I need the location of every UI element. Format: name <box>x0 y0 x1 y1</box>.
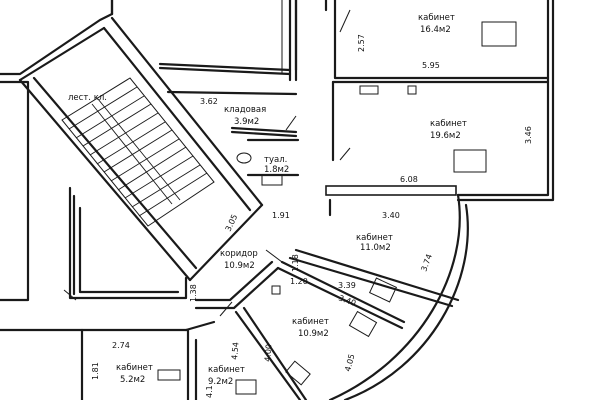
dim-1-18: 1.18 <box>291 254 300 272</box>
desk-icon <box>481 21 517 47</box>
room-corridor <box>184 249 283 332</box>
toilet-name: туал. <box>264 155 287 165</box>
dim-1-20: 1.20 <box>290 277 308 286</box>
dimension-labels: 2.57 5.95 3.62 3.46 6.08 3.05 1.91 3.40 … <box>91 34 533 398</box>
room-toilet <box>236 138 300 186</box>
office-bottom-name: кабинет <box>208 365 245 375</box>
office-lower-area: 10.9м2 <box>298 329 329 339</box>
dim-1-38: 1.38 <box>189 284 198 302</box>
desk-icon <box>235 379 257 395</box>
dim-3-62: 3.62 <box>200 97 218 106</box>
door-swing-icon <box>265 249 283 263</box>
room-office-right <box>331 80 487 173</box>
dim-1-81: 1.81 <box>91 362 100 380</box>
toilet-icon <box>236 152 252 164</box>
office-lower-name: кабинет <box>292 317 329 327</box>
dim-3-40a: 3.40 <box>382 211 400 220</box>
dim-3-40b: 3.40 <box>337 293 357 308</box>
office-right-name: кабинет <box>430 119 467 129</box>
dim-3-39: 3.39 <box>338 281 356 290</box>
office-bottom-area: 9.2м2 <box>208 377 233 387</box>
dim-4-54: 4.54 <box>230 342 241 361</box>
outer-walls <box>110 0 555 400</box>
pantry-area: 3.9м2 <box>234 117 259 127</box>
dim-2-57: 2.57 <box>357 34 366 52</box>
stairwell: лест. кл. <box>0 12 264 282</box>
dim-6-08: 6.08 <box>400 175 418 184</box>
sink-icon <box>261 174 283 186</box>
office-top-area: 16.4м2 <box>420 25 451 35</box>
dim-4-05: 4.05 <box>343 353 356 373</box>
room-office-mid <box>276 248 460 330</box>
desk-icon <box>453 149 487 173</box>
column-icon <box>271 285 281 295</box>
radiator-icon <box>359 85 379 95</box>
dim-3-46: 3.46 <box>524 126 533 144</box>
door-swing-icon <box>339 147 351 161</box>
dim-5-95: 5.95 <box>422 61 440 70</box>
office-left-area: 5.2м2 <box>120 375 145 385</box>
radiator-icon <box>157 369 181 381</box>
desk-icon <box>348 310 378 338</box>
left-walls <box>0 80 190 400</box>
desk-icon <box>368 277 398 303</box>
room-pantry <box>166 90 298 138</box>
door-swing-icon <box>219 301 233 317</box>
dim-3-74: 3.74 <box>419 253 434 273</box>
office-right-area: 19.6м2 <box>430 131 461 141</box>
pantry-name: кладовая <box>224 105 266 115</box>
office-mid-area: 11.0м2 <box>360 243 391 253</box>
stair-steps <box>68 86 208 217</box>
room-office-bottom <box>194 338 311 400</box>
office-top-name: кабинет <box>418 13 455 23</box>
corridor-name: коридор <box>220 249 258 259</box>
room-office-top <box>331 0 550 84</box>
column-icon <box>407 85 417 95</box>
dim-4-00: 4.00 <box>263 344 274 363</box>
dim-2-74: 2.74 <box>112 341 130 350</box>
partition-mid <box>325 185 457 217</box>
room-office-left <box>157 369 181 381</box>
toilet-area: 1.8м2 <box>264 165 289 175</box>
dim-1-91: 1.91 <box>272 211 290 220</box>
room-top-left <box>110 0 298 82</box>
stair-label: лест. кл. <box>68 93 107 103</box>
door-swing-icon <box>285 115 297 131</box>
corridor-area: 10.9м2 <box>224 261 255 271</box>
door-swing-icon <box>339 9 351 33</box>
room-office-lower <box>234 285 378 400</box>
room-labels: кабинет 16.4м2 кабинет 19.6м2 кладовая 3… <box>116 13 467 387</box>
office-left-name: кабинет <box>116 363 153 373</box>
office-mid-name: кабинет <box>356 233 393 243</box>
desk-icon <box>285 360 311 386</box>
dim-4-1: 4.1 <box>205 385 214 398</box>
